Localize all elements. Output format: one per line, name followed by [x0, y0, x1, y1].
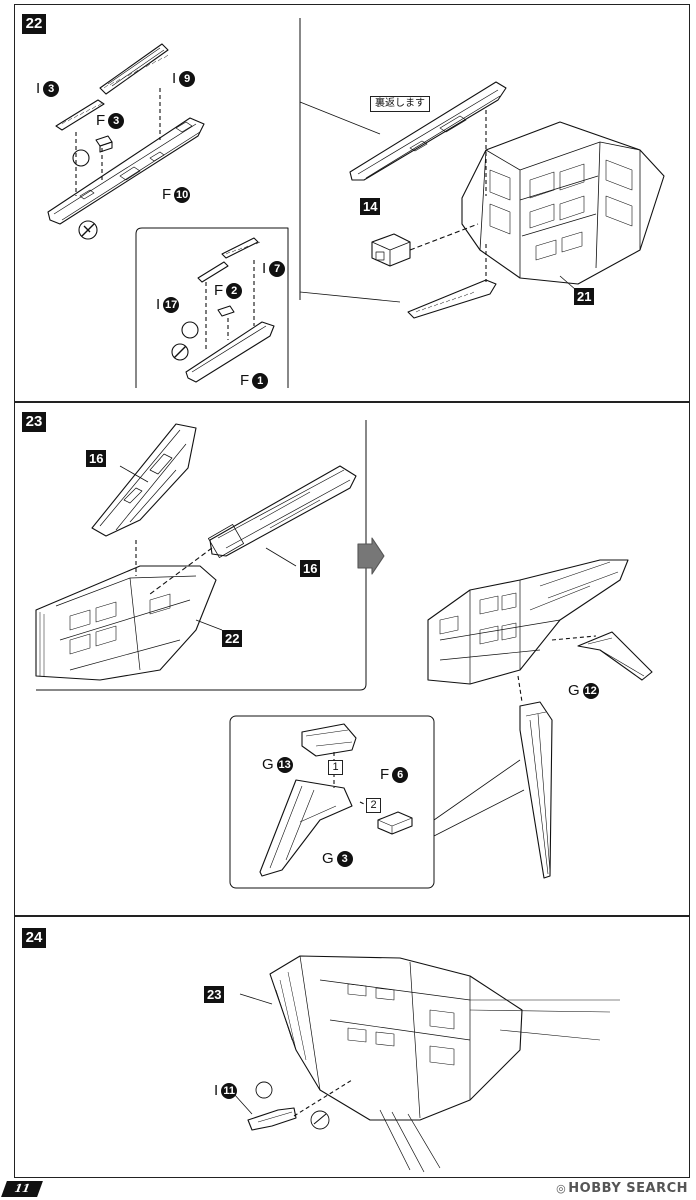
sequence-2: 2 [366, 798, 381, 813]
step-22-panel [14, 4, 690, 402]
page-number-text: 11 [12, 1182, 33, 1195]
part-i9-strip [99, 43, 169, 95]
part-i3-strip [55, 99, 105, 131]
ref-23: 23 [204, 986, 225, 1003]
part-f10-base [47, 117, 205, 225]
part-g3-wing [259, 779, 353, 877]
part-g13 [301, 723, 357, 757]
step-22-number: 22 [22, 14, 46, 34]
part-top-rail [349, 81, 507, 181]
ref-16-upper: 16 [86, 450, 107, 467]
part-14-block [371, 233, 411, 267]
ref-22: 22 [222, 630, 243, 647]
ref-21: 21 [574, 288, 595, 305]
step-24-number: 24 [22, 928, 46, 948]
part-16-upper [91, 423, 197, 537]
part-f6 [377, 811, 413, 835]
ref-16-engine: 16 [300, 560, 321, 577]
part-16-engine [207, 465, 357, 558]
hull-23-final [269, 955, 620, 1173]
step-23-number: 23 [22, 412, 46, 432]
hull-22 [35, 565, 217, 681]
part-f3-block [95, 135, 113, 153]
ref-14: 14 [360, 198, 381, 215]
watermark: ◎HOBBY SEARCH [556, 1181, 688, 1196]
flip-over-note: 裏返します [370, 96, 430, 112]
step-23-panel [14, 402, 690, 916]
part-lower-fin [519, 701, 553, 879]
sequence-1: 1 [328, 760, 343, 775]
watermark-icon: ◎ [556, 1182, 567, 1195]
page-number: 11 [1, 1181, 43, 1197]
hull-21 [461, 121, 665, 285]
ship-assembled-23 [427, 559, 629, 685]
part-i11 [247, 1107, 297, 1131]
step-24-panel [14, 916, 690, 1178]
part-g12-fin [577, 631, 653, 681]
watermark-text: HOBBY SEARCH [568, 1181, 688, 1196]
